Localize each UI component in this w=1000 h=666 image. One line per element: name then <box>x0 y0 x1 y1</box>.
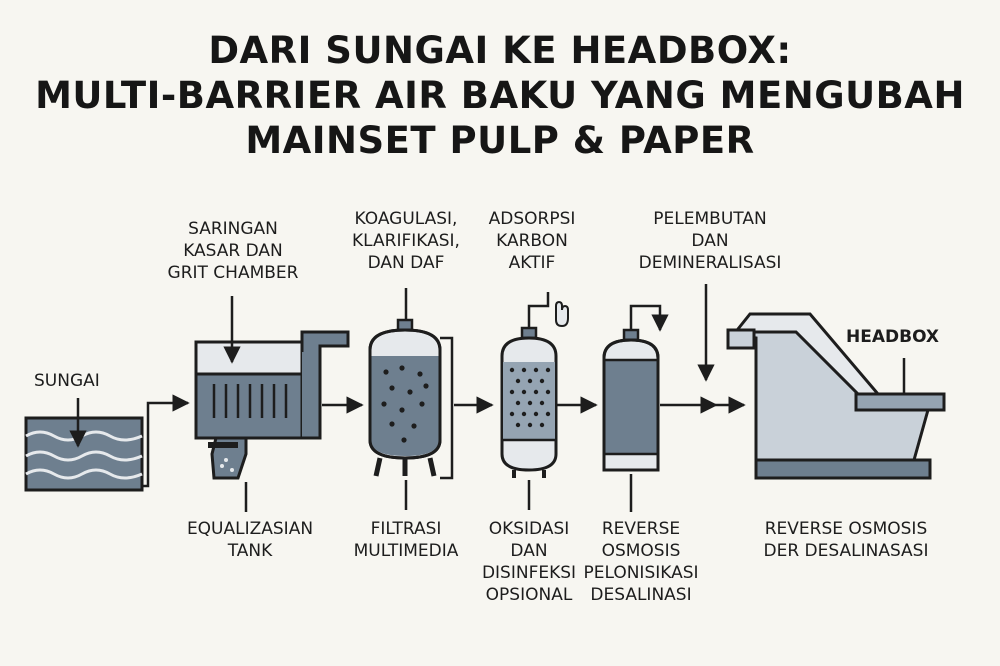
label-saringan-line: SARINGAN <box>188 219 278 239</box>
title-line-1: DARI SUNGAI KE HEADBOX: <box>208 29 792 72</box>
label-equalizasian: EQUALIZASIAN TANK <box>170 518 330 562</box>
label-equalizasian-line: TANK <box>227 541 273 561</box>
label-saringan-line: GRIT CHAMBER <box>167 263 299 283</box>
label-reverse-osmosis-1-line: REVERSE <box>601 519 681 539</box>
label-koagulasi-line: KOAGULASI, <box>354 209 458 229</box>
label-reverse-osmosis-2-line: REVERSE OSMOSIS <box>764 519 928 539</box>
label-oksidasi-line: DISINFEKSI <box>481 563 577 583</box>
label-sungai: SUNGAI <box>34 370 100 392</box>
label-sungai-text: SUNGAI <box>34 371 100 391</box>
carbon-adsorber-icon <box>500 292 558 478</box>
label-headbox-text: HEADBOX <box>846 327 940 347</box>
label-adsorpsi-line: AKTIF <box>508 253 556 273</box>
label-reverse-osmosis-2: REVERSE OSMOSIS DER DESALINASASI <box>748 518 944 562</box>
label-koagulasi-line: DAN DAF <box>367 253 445 273</box>
label-filtrasi-line: FILTRASI <box>370 519 442 539</box>
label-saringan: SARINGAN KASAR DAN GRIT CHAMBER <box>150 218 316 284</box>
valve-hand-icon <box>555 300 569 328</box>
label-koagulasi: KOAGULASI, KLARIFIKASI, DAN DAF <box>336 208 476 274</box>
headbox-icon <box>726 312 946 480</box>
title-line-2: MULTI-BARRIER AIR BAKU YANG MENGUBAH <box>35 74 965 117</box>
label-oksidasi-line: OKSIDASI <box>488 519 570 539</box>
river-icon <box>24 416 144 492</box>
label-adsorpsi: ADSORPSI KARBON AKTIF <box>482 208 582 274</box>
label-reverse-osmosis-1-line: DESALINASI <box>590 585 692 605</box>
label-saringan-line: KASAR DAN <box>183 241 283 261</box>
label-reverse-osmosis-1-line: OSMOSIS <box>601 541 681 561</box>
label-koagulasi-line: KLARIFIKASI, <box>352 231 460 251</box>
label-oksidasi-line: DAN <box>510 541 548 561</box>
multimedia-filter-icon <box>368 318 454 480</box>
label-adsorpsi-line: ADSORPSI <box>488 209 576 229</box>
label-headbox: HEADBOX <box>846 326 939 348</box>
diagram-title: DARI SUNGAI KE HEADBOX: MULTI-BARRIER AI… <box>0 28 1000 163</box>
label-oksidasi-line: OPSIONAL <box>485 585 573 605</box>
label-reverse-osmosis-1: REVERSE OSMOSIS PELONISIKASI DESALINASI <box>576 518 706 606</box>
title-line-3: MAINSET PULP & PAPER <box>245 119 755 162</box>
grit-chamber-icon <box>194 330 350 480</box>
label-reverse-osmosis-1-line: PELONISIKASI <box>583 563 699 583</box>
label-filtrasi-line: MULTIMEDIA <box>353 541 459 561</box>
label-pelembutan-line: PELEMBUTAN <box>653 209 767 229</box>
label-pelembutan-line: DAN <box>691 231 729 251</box>
softener-vessel-icon <box>602 304 669 472</box>
label-filtrasi: FILTRASI MULTIMEDIA <box>346 518 466 562</box>
label-equalizasian-line: EQUALIZASIAN <box>186 519 314 539</box>
label-pelembutan-line: DEMINERALISASI <box>638 253 782 273</box>
flow-arrow-river-screen <box>142 394 190 488</box>
label-oksidasi: OKSIDASI DAN DISINFEKSI OPSIONAL <box>474 518 584 606</box>
label-pelembutan: PELEMBUTAN DAN DEMINERALISASI <box>620 208 800 274</box>
label-adsorpsi-line: KARBON <box>496 231 568 251</box>
label-reverse-osmosis-2-line: DER DESALINASASI <box>763 541 929 561</box>
